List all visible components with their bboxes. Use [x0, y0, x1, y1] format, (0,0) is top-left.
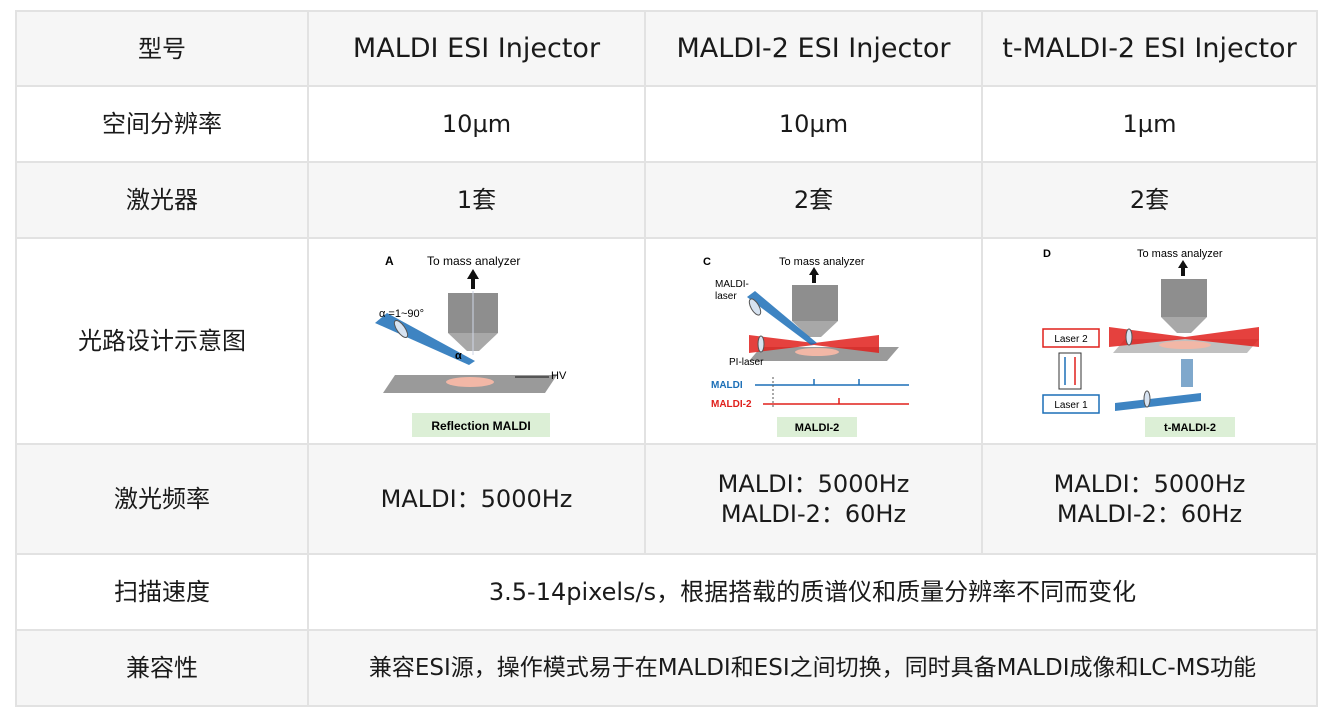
- caption-label: Reflection MALDI: [431, 419, 530, 433]
- resolution-value-3: 1µm: [981, 85, 1318, 163]
- objective-body: [1160, 279, 1207, 317]
- frequency-line: MALDI-2：60Hz: [720, 500, 907, 528]
- frequency-value-3: MALDI：5000Hz MALDI-2：60Hz: [981, 443, 1318, 555]
- laser-spot: [445, 377, 494, 387]
- header-model-3: t-MALDI-2 ESI Injector: [981, 10, 1318, 87]
- laser-spot: [794, 348, 839, 356]
- lens-icon: [757, 335, 764, 353]
- alpha-label: α: [455, 350, 462, 362]
- lens-icon: [748, 298, 761, 316]
- compat-label: 兼容性: [15, 629, 309, 707]
- header-row: 型号 MALDI ESI Injector MALDI-2 ESI Inject…: [15, 10, 1318, 87]
- resolution-value-2: 10µm: [644, 85, 983, 163]
- diagram-t-maldi-2: D To mass analyzer Laser 2 Laser 1: [1041, 248, 1259, 437]
- resolution-label: 空间分辨率: [15, 85, 309, 163]
- arrow-up-icon: [808, 267, 819, 283]
- header-label: 型号: [15, 10, 309, 87]
- row-lasers: 激光器 1套 2套 2套: [15, 161, 1318, 239]
- hv-label: HV: [551, 370, 567, 382]
- objective-tip: [791, 321, 838, 337]
- caption-label: MALDI-2: [794, 422, 839, 434]
- row-scan: 扫描速度 3.5-14pixels/s，根据搭载的质谱仪和质量分辨率不同而变化: [15, 553, 1318, 631]
- frequency-line: MALDI-2：60Hz: [1056, 500, 1243, 528]
- frequency-value-1: MALDI：5000Hz: [307, 443, 646, 555]
- scan-label: 扫描速度: [15, 553, 309, 631]
- optical-diagram-a-cell: A To mass analyzer α =1~90° α HV Reflect…: [307, 237, 646, 445]
- optical-diagram-c-cell: C To mass analyzer MALDI- laser PI-laser…: [644, 237, 983, 445]
- objective-body: [791, 285, 838, 321]
- frequency-line: MALDI：5000Hz: [1053, 470, 1246, 498]
- compat-value: 兼容ESI源，操作模式易于在MALDI和ESI之间切换，同时具备MALDI成像和…: [307, 629, 1318, 707]
- spec-table: 型号 MALDI ESI Injector MALDI-2 ESI Inject…: [15, 10, 1318, 707]
- maldi-laser-label-line1: MALDI-: [715, 279, 749, 290]
- arrow-up-icon: [1177, 260, 1188, 276]
- lasers-label: 激光器: [15, 161, 309, 239]
- angle-label: α =1~90°: [379, 308, 424, 320]
- lasers-value-3: 2套: [981, 161, 1318, 239]
- to-mass-analyzer-label: To mass analyzer: [1137, 248, 1223, 260]
- frequency-value-2: MALDI：5000Hz MALDI-2：60Hz: [644, 443, 983, 555]
- scan-value: 3.5-14pixels/s，根据搭载的质谱仪和质量分辨率不同而变化: [307, 553, 1318, 631]
- blue-laser-beam: [746, 291, 817, 345]
- caption-box: [411, 413, 550, 437]
- header-model-2: MALDI-2 ESI Injector: [644, 10, 983, 87]
- caption-box: [776, 417, 857, 437]
- laser-1-label: Laser 1: [1054, 400, 1088, 411]
- diagram-letter: A: [385, 254, 394, 268]
- objective-tip: [1160, 317, 1207, 333]
- red-laser-beam: [1108, 327, 1259, 347]
- pi-laser-label: PI-laser: [729, 357, 764, 368]
- caption-box: [1144, 417, 1235, 437]
- laser-spot: [1158, 341, 1211, 349]
- diagram-reflection-maldi: A To mass analyzer α =1~90° α HV Reflect…: [374, 254, 567, 437]
- frequency-line: MALDI：5000Hz: [717, 470, 910, 498]
- row-resolution: 空间分辨率 10µm 10µm 1µm: [15, 85, 1318, 163]
- to-mass-analyzer-label: To mass analyzer: [427, 254, 520, 268]
- blue-laser-beam: [1114, 393, 1201, 411]
- laser-2-box: [1041, 328, 1100, 348]
- diagram-maldi-2: C To mass analyzer MALDI- laser PI-laser…: [703, 256, 909, 437]
- laser-2-label: Laser 2: [1054, 334, 1088, 345]
- trigger-box: [1058, 352, 1081, 390]
- lasers-value-2: 2套: [644, 161, 983, 239]
- trace-maldi-label: MALDI: [711, 380, 743, 391]
- frequency-line: MALDI：5000Hz: [380, 485, 573, 513]
- lens-icon: [1125, 328, 1132, 346]
- lasers-value-1: 1套: [307, 161, 646, 239]
- lens-icon: [1143, 390, 1150, 408]
- resolution-value-1: 10µm: [307, 85, 646, 163]
- optical-label: 光路设计示意图: [15, 237, 309, 445]
- arrow-up-icon: [466, 269, 479, 289]
- optical-diagram-d-cell: D To mass analyzer Laser 2 Laser 1: [981, 237, 1318, 445]
- diagram-letter: D: [1043, 248, 1051, 260]
- to-mass-analyzer-label: To mass analyzer: [779, 256, 865, 268]
- row-optical: 光路设计示意图 A To mass analyzer α =1~90° α HV…: [15, 237, 1318, 445]
- laser-1-box: [1041, 394, 1100, 414]
- frequency-label: 激光频率: [15, 443, 309, 555]
- maldi-laser-label-line2: laser: [715, 291, 737, 302]
- lens-icon: [393, 319, 408, 339]
- header-model-1: MALDI ESI Injector: [307, 10, 646, 87]
- lower-objective: [1180, 359, 1193, 387]
- caption-label: t-MALDI-2: [1164, 422, 1216, 434]
- trace-maldi-2-label: MALDI-2: [711, 399, 752, 410]
- diagram-letter: C: [703, 256, 711, 268]
- row-compat: 兼容性 兼容ESI源，操作模式易于在MALDI和ESI之间切换，同时具备MALD…: [15, 629, 1318, 707]
- row-frequency: 激光频率 MALDI：5000Hz MALDI：5000Hz MALDI-2：6…: [15, 443, 1318, 555]
